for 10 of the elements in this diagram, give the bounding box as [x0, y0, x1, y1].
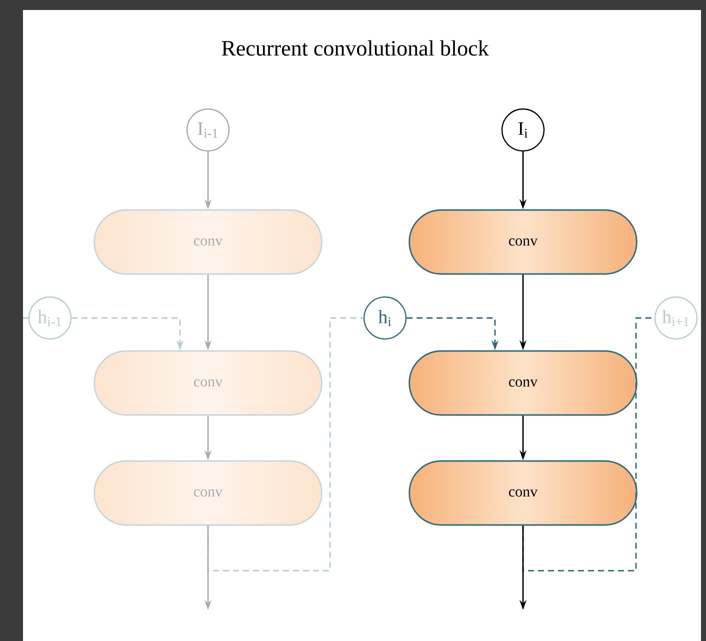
conv-block: conv [94, 460, 322, 526]
conv-block: conv [94, 350, 322, 416]
conv-block: conv [408, 460, 638, 526]
connector-line [522, 317, 654, 572]
connector-line [207, 317, 364, 572]
conv-block: conv [408, 350, 638, 416]
title: Recurrent convolutional block [222, 40, 489, 56]
connector-line [23, 317, 28, 319]
conv-block: conv [408, 209, 638, 275]
conv-block: conv [94, 209, 322, 275]
